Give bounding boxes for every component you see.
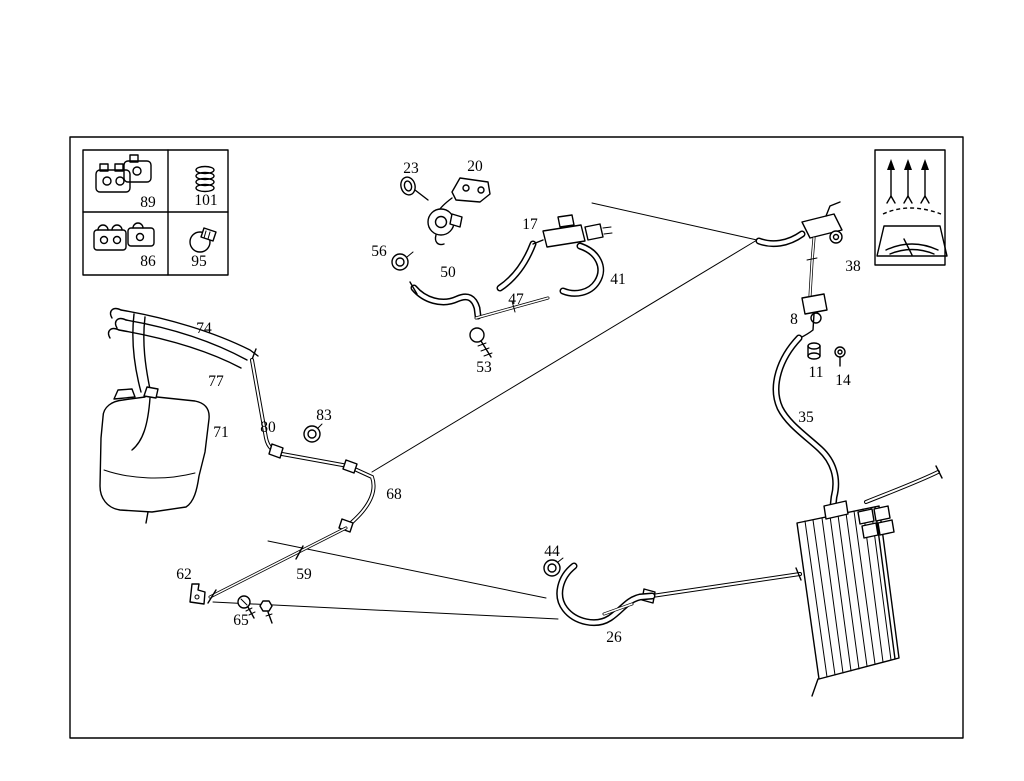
- heat-arrows-icon: [886, 159, 930, 204]
- radiator: [796, 500, 900, 697]
- leader-lines: [212, 202, 758, 620]
- ring-23: [400, 176, 416, 196]
- tube-26-to-radiator: [641, 567, 802, 604]
- bolt-53: [469, 327, 493, 358]
- grommet-56: [391, 251, 414, 271]
- valve-body: [542, 224, 586, 248]
- part-label-59: 59: [296, 566, 312, 583]
- bracket-62: [189, 583, 206, 605]
- tube-47: [474, 296, 550, 320]
- part-label-11: 11: [809, 364, 824, 381]
- valve-17: [496, 214, 613, 297]
- pump-assembly-38: [755, 201, 843, 298]
- valve-connector: [584, 223, 604, 241]
- reservoir-cap: [113, 388, 136, 400]
- hose-26: [556, 562, 656, 627]
- hose-35: [772, 334, 840, 519]
- clamp-95-icon: [189, 227, 217, 253]
- bracket-20: [451, 177, 491, 203]
- part-label-14: 14: [835, 372, 851, 389]
- part-label-95: 95: [191, 253, 207, 270]
- part-label-8: 8: [790, 311, 798, 328]
- tube-radiator-top: [864, 465, 943, 504]
- part-label-74: 74: [196, 320, 212, 337]
- washer-reservoir: [99, 386, 210, 524]
- part-label-50: 50: [440, 264, 456, 281]
- tube-59: [207, 526, 348, 604]
- part-label-62: 62: [176, 566, 192, 583]
- diagram-frame: [69, 136, 964, 739]
- radiator-inlet: [823, 500, 849, 520]
- part-label-65: 65: [233, 612, 249, 629]
- tube-bundle-74-77: [107, 307, 259, 395]
- pump-assembly-20-23: [400, 176, 491, 246]
- part-label-83: 83: [316, 407, 332, 424]
- valve-8: [799, 293, 828, 339]
- part-label-20: 20: [467, 158, 483, 175]
- part-label-41: 41: [610, 271, 626, 288]
- part-label-26: 26: [606, 629, 622, 646]
- part-label-68: 68: [386, 486, 402, 503]
- part-label-23: 23: [403, 160, 419, 177]
- fittings-11-14: [807, 342, 846, 367]
- part-label-35: 35: [798, 409, 814, 426]
- legend-box: [82, 149, 229, 276]
- tube-71-80: [250, 358, 350, 468]
- part-label-47: 47: [508, 291, 524, 308]
- hose-50: [409, 281, 482, 320]
- part-label-89: 89: [140, 194, 156, 211]
- part-label-17: 17: [522, 216, 538, 233]
- screws-65: [237, 595, 273, 624]
- part-label-38: 38: [845, 258, 861, 275]
- reservoir-neck: [143, 386, 159, 399]
- clip-86-icon: [93, 222, 155, 251]
- part-label-53: 53: [476, 359, 492, 376]
- defroster-symbol-box: [874, 149, 948, 266]
- part-label-56: 56: [371, 243, 387, 260]
- tube-junction-68: [338, 459, 376, 533]
- part-label-77: 77: [208, 373, 224, 390]
- part-label-71: 71: [213, 424, 229, 441]
- grommet-44: [543, 557, 564, 577]
- spring-101-icon: [195, 165, 215, 193]
- grommet-11: [807, 342, 821, 350]
- part-label-86: 86: [140, 253, 156, 270]
- part-labels: 89 101 86 95 23 20 17 56 50 41 47 53 38 8 11 14 35 74 77 71…: [140, 158, 861, 646]
- hose-41: [559, 242, 605, 297]
- clip-89-icon: [95, 154, 152, 193]
- fitting-14: [834, 346, 846, 358]
- part-label-44: 44: [544, 543, 560, 560]
- connector-80: [268, 443, 284, 459]
- part-label-80: 80: [260, 419, 276, 436]
- windshield-icon: [876, 225, 948, 257]
- dashed-arc: [882, 207, 942, 215]
- part-label-101: 101: [194, 192, 217, 209]
- grommet-83: [303, 423, 323, 443]
